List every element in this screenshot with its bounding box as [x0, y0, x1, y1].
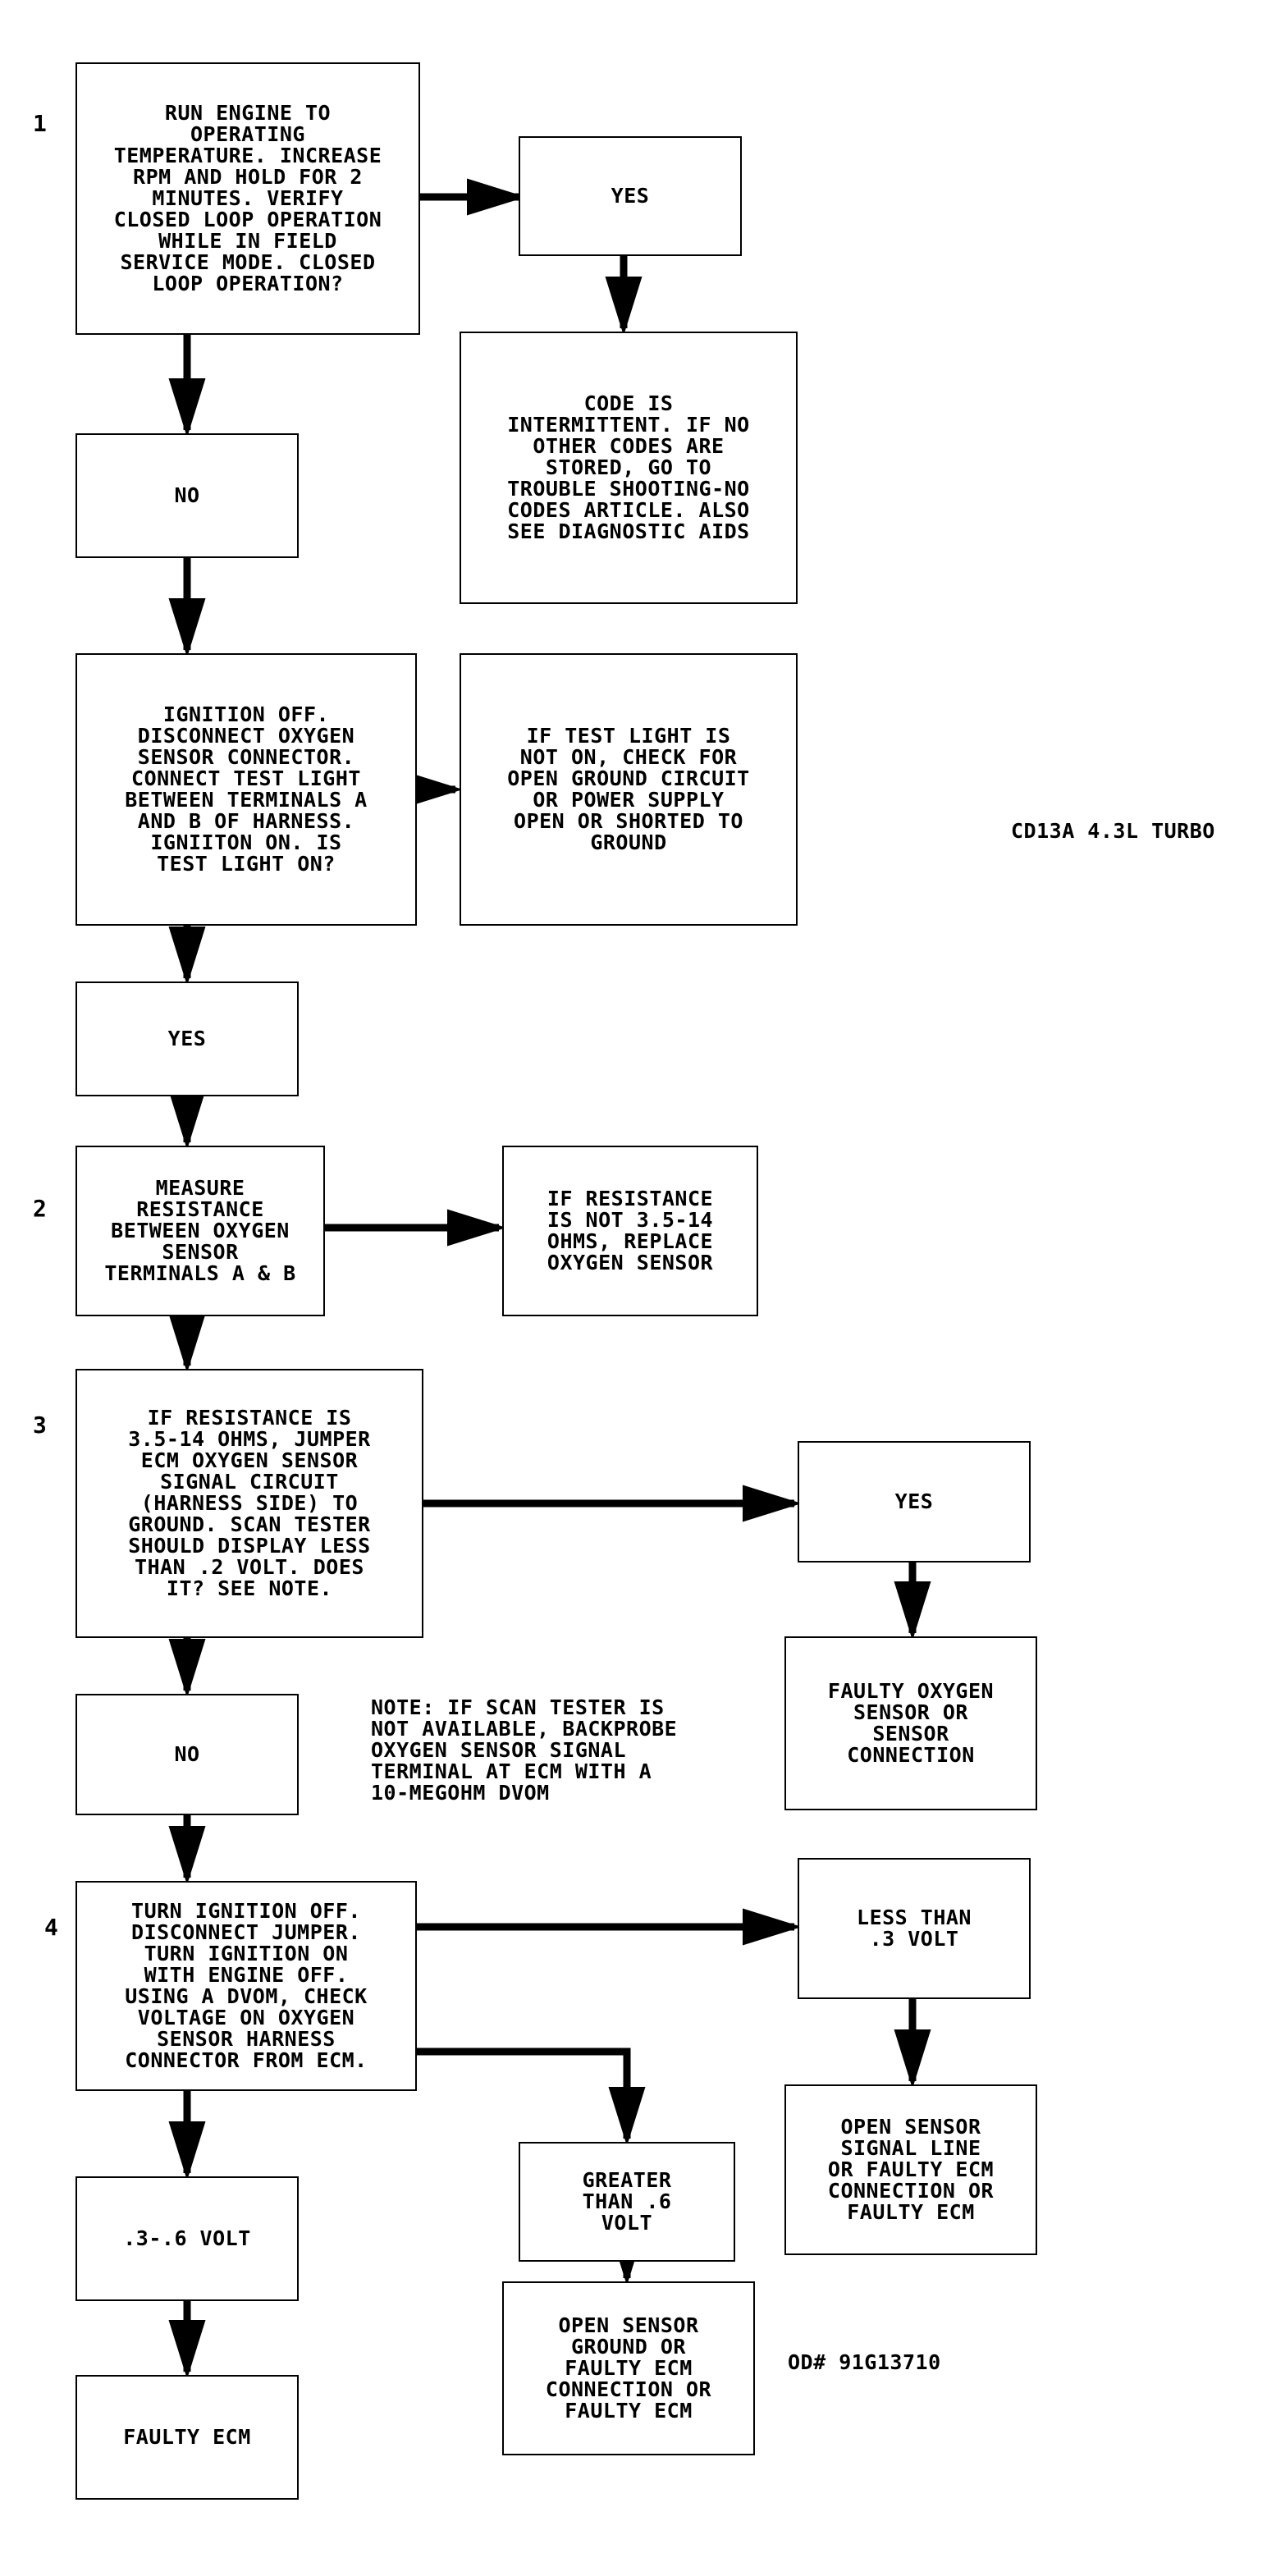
step-number-1: 1 [33, 110, 47, 137]
box-replace-oxygen-sensor-text: IF RESISTANCE IS NOT 3.5-14 OHMS, REPLAC… [547, 1187, 714, 1274]
box-test-light-check-text: IF TEST LIGHT IS NOT ON, CHECK FOR OPEN … [507, 724, 750, 854]
step-number-2: 2 [33, 1195, 47, 1222]
box-no-scan: NO [75, 1694, 299, 1815]
box-faulty-ecm-text: FAULTY ECM [123, 2425, 251, 2449]
box-turn-ignition-off: TURN IGNITION OFF. DISCONNECT JUMPER. TU… [75, 1881, 417, 2091]
box-ignition-off-text: IGNITION OFF. DISCONNECT OXYGEN SENSOR C… [125, 702, 368, 876]
step-number-4: 4 [44, 1914, 58, 1941]
step-number-3: 3 [33, 1412, 47, 1439]
box-yes-closed-loop: YES [519, 136, 742, 256]
box-open-sensor-signal-text: OPEN SENSOR SIGNAL LINE OR FAULTY ECM CO… [827, 2115, 995, 2224]
box-jumper-ecm-text: IF RESISTANCE IS 3.5-14 OHMS, JUMPER ECM… [128, 1406, 371, 1600]
box-run-engine-text: RUN ENGINE TO OPERATING TEMPERATURE. INC… [113, 101, 382, 295]
box-open-sensor-ground-text: OPEN SENSOR GROUND OR FAULTY ECM CONNECT… [545, 2313, 712, 2423]
box-yes-test-light-text: YES [167, 1027, 207, 1050]
box-open-sensor-signal: OPEN SENSOR SIGNAL LINE OR FAULTY ECM CO… [784, 2084, 1037, 2255]
box-voltage-range-text: .3-.6 VOLT [123, 2226, 251, 2250]
box-run-engine: RUN ENGINE TO OPERATING TEMPERATURE. INC… [75, 62, 420, 335]
arrow-turnoff-greater [417, 2048, 646, 2146]
box-code-intermittent-text: CODE IS INTERMITTENT. IF NO OTHER CODES … [507, 391, 750, 543]
box-no-scan-text: NO [174, 1742, 200, 1766]
box-greater-than-6-volt: GREATER THAN .6 VOLT [519, 2142, 735, 2262]
box-faulty-ecm: FAULTY ECM [75, 2375, 299, 2500]
box-turn-ignition-off-text: TURN IGNITION OFF. DISCONNECT JUMPER. TU… [125, 1899, 368, 2072]
diagram-code-label: CD13A 4.3L TURBO [1011, 819, 1215, 843]
box-test-light-check: IF TEST LIGHT IS NOT ON, CHECK FOR OPEN … [460, 653, 798, 926]
box-measure-resistance-text: MEASURE RESISTANCE BETWEEN OXYGEN SENSOR… [104, 1176, 296, 1285]
box-faulty-oxygen-sensor: FAULTY OXYGEN SENSOR OR SENSOR CONNECTIO… [784, 1636, 1037, 1810]
box-jumper-ecm: IF RESISTANCE IS 3.5-14 OHMS, JUMPER ECM… [75, 1369, 423, 1638]
box-no-closed-loop-text: NO [174, 483, 200, 507]
box-yes-test-light: YES [75, 981, 299, 1096]
box-less-than-3-volt: LESS THAN .3 VOLT [798, 1858, 1031, 1999]
box-yes-scan-text: YES [894, 1489, 934, 1513]
box-code-intermittent: CODE IS INTERMITTENT. IF NO OTHER CODES … [460, 332, 798, 604]
box-greater-than-6-volt-text: GREATER THAN .6 VOLT [582, 2168, 672, 2235]
box-no-closed-loop: NO [75, 433, 299, 558]
box-open-sensor-ground: OPEN SENSOR GROUND OR FAULTY ECM CONNECT… [502, 2281, 755, 2455]
box-measure-resistance: MEASURE RESISTANCE BETWEEN OXYGEN SENSOR… [75, 1146, 325, 1316]
box-less-than-3-volt-text: LESS THAN .3 VOLT [857, 1906, 972, 1951]
diagram-od-label: OD# 91G13710 [788, 2350, 941, 2374]
box-replace-oxygen-sensor: IF RESISTANCE IS NOT 3.5-14 OHMS, REPLAC… [502, 1146, 758, 1316]
box-ignition-off: IGNITION OFF. DISCONNECT OXYGEN SENSOR C… [75, 653, 417, 926]
box-voltage-range: .3-.6 VOLT [75, 2176, 299, 2301]
box-yes-scan: YES [798, 1441, 1031, 1563]
box-faulty-oxygen-sensor-text: FAULTY OXYGEN SENSOR OR SENSOR CONNECTIO… [827, 1679, 995, 1767]
note-text: NOTE: IF SCAN TESTER IS NOT AVAILABLE, B… [371, 1695, 678, 1805]
box-yes-closed-loop-text: YES [611, 184, 650, 208]
